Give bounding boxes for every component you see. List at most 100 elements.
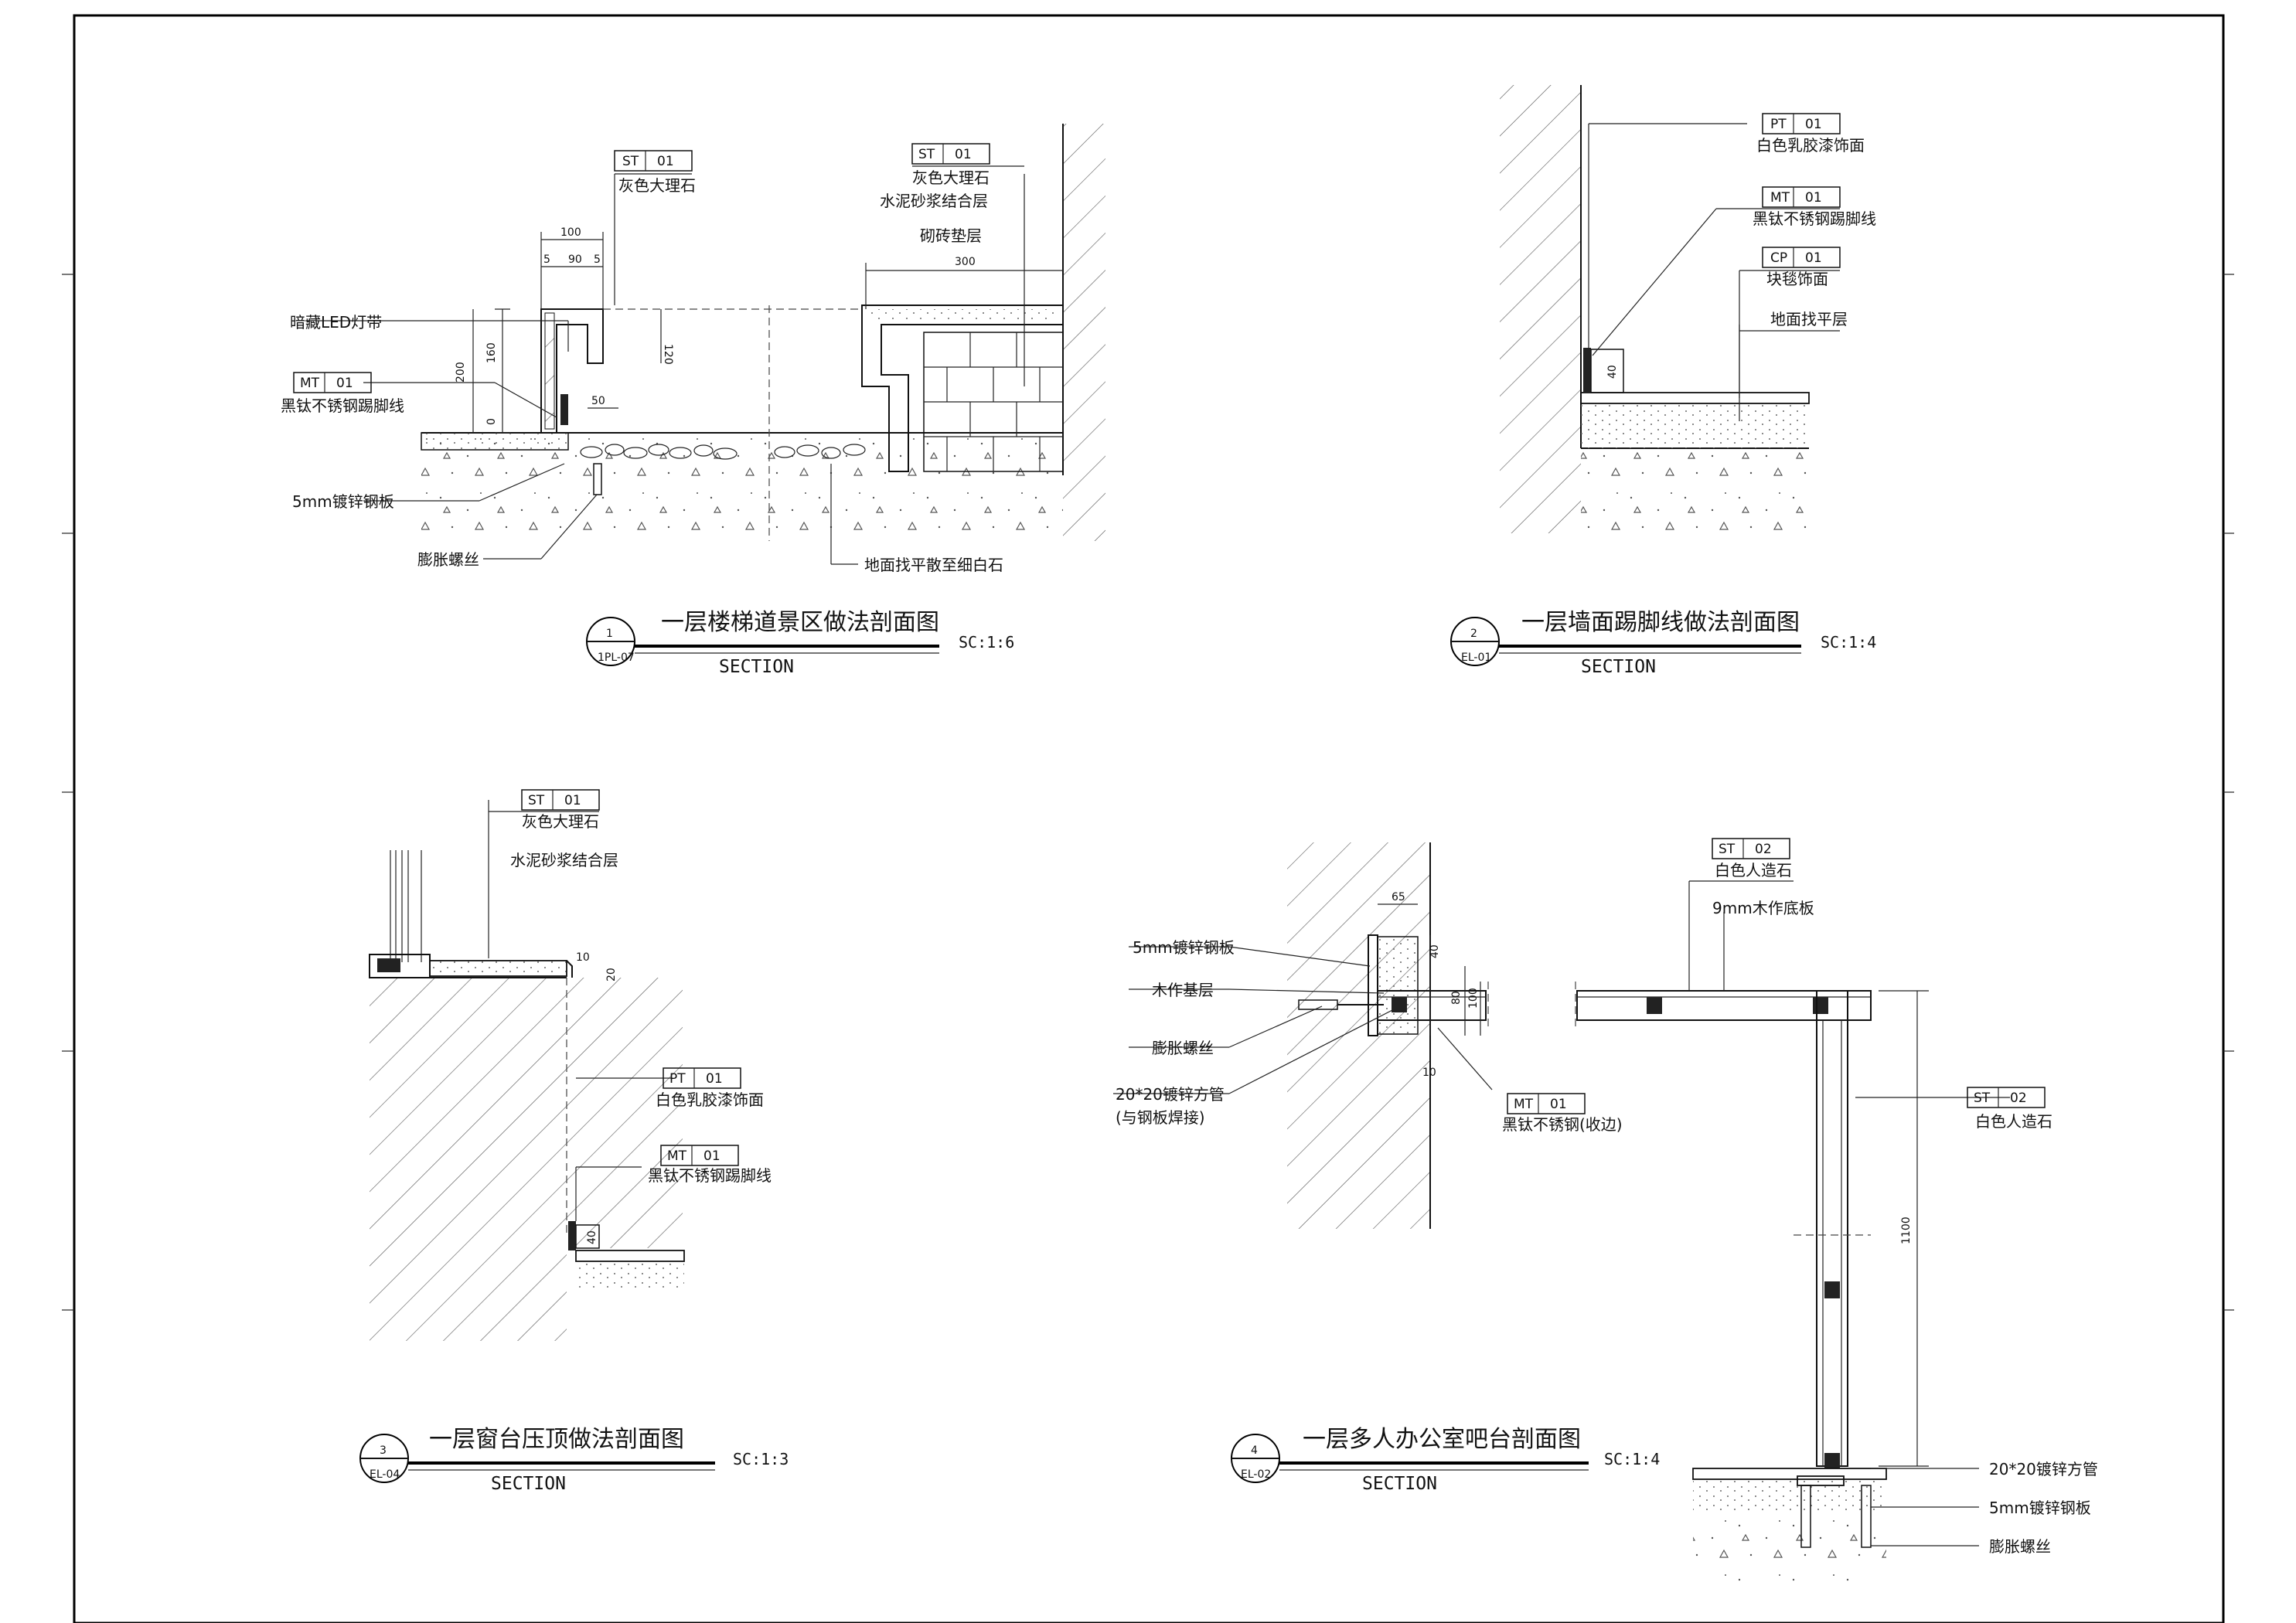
sheet-border — [73, 14, 2225, 1623]
drawing-text: 80 — [1450, 991, 1463, 1005]
drawing-text: 02 — [2010, 1091, 2027, 1106]
drawing-text: 膨胀螺丝 — [1152, 1039, 1214, 1057]
drawing-text: 200 — [455, 362, 467, 383]
border-ticks — [62, 274, 2234, 1311]
drawing-text: 白色人造石 — [1975, 1112, 2052, 1131]
drawing-text: 水泥砂浆结合层 — [510, 851, 618, 869]
drawing-text: 5mm镀锌钢板 — [1133, 938, 1235, 957]
drawing-text: 白色乳胶漆饰面 — [1756, 136, 1865, 155]
tag-d3-b: PT 01 白色乳胶漆饰面 — [656, 1067, 764, 1109]
drawing-text: 01 — [1805, 190, 1822, 206]
drawing-text: 01 — [706, 1071, 723, 1087]
tag-d2-b: MT 01 黑钛不锈钢踢脚线 — [1716, 186, 1876, 228]
drawing-text: 40 — [1606, 365, 1619, 379]
drawing-text: MT — [300, 376, 320, 391]
tag-d1-c: MT 01 黑钛不锈钢踢脚线 — [281, 372, 404, 415]
detail-2: 40 PT 01 白色乳胶漆饰面 MT 01 黑钛不锈钢踢脚线 CP 01 — [1450, 85, 1876, 677]
drawing-text: 40 — [1429, 944, 1441, 958]
drawing-text: EL-04 — [370, 1468, 400, 1481]
drawing-text: 一层窗台压顶做法剖面图 — [429, 1426, 684, 1453]
drawing-text: 01 — [1805, 250, 1822, 266]
tag-d3-c: MT 01 黑钛不锈钢踢脚线 — [648, 1145, 772, 1185]
detail-1-title: 1 1PL-07 一层楼梯道景区做法剖面图 SECTION SC:1:6 — [586, 609, 1014, 677]
drawing-text: SECTION — [491, 1474, 566, 1494]
drawing-text: SECTION — [1581, 657, 1656, 677]
drawing-text: ST — [1974, 1091, 1991, 1106]
drawing-text: ST — [1719, 842, 1736, 857]
drawing-text: 10 — [1422, 1067, 1436, 1079]
drawing-text: PT — [1770, 117, 1787, 132]
drawing-text: 一层楼梯道景区做法剖面图 — [661, 609, 939, 636]
drawing-text: 4 — [1251, 1444, 1258, 1457]
drawing-text: SECTION — [1362, 1474, 1437, 1494]
drawing-text: 300 — [955, 256, 976, 268]
drawing-text: 黑钛不锈钢踢脚线 — [1753, 209, 1876, 228]
detail-4-title: 4 EL-02 一层多人办公室吧台剖面图 SECTION SC:1:4 — [1231, 1426, 1660, 1494]
drawing-text: 5 — [594, 253, 601, 266]
drawing-text: 灰色大理石 — [912, 168, 990, 187]
drawing-text: 1100 — [1900, 1216, 1913, 1244]
drawing-text: 160 — [485, 342, 498, 363]
tag-d2-a: PT 01 白色乳胶漆饰面 — [1756, 113, 1865, 155]
tag-d1-b: ST 01 灰色大理石 — [911, 143, 1024, 187]
tag-d4-b: MT 01 黑钛不锈钢(收边) — [1502, 1093, 1623, 1134]
drawing-text: SECTION — [719, 657, 794, 677]
drawing-text: MT — [667, 1148, 687, 1164]
drawing-text: 01 — [657, 154, 674, 169]
drawing-text: 木作基层 — [1152, 981, 1214, 999]
tag-d4-c: ST 02 白色人造石 — [1967, 1087, 2052, 1131]
drawing-text: 膨胀螺丝 — [1989, 1537, 2051, 1556]
drawing-text: 水泥砂浆结合层 — [880, 192, 988, 210]
drawing-text: SC:1:3 — [733, 1450, 789, 1468]
drawing-text: 3 — [380, 1444, 387, 1457]
drawing-text: 20 — [605, 968, 618, 982]
drawing-text: PT — [669, 1071, 686, 1087]
drawing-text: 5mm镀锌钢板 — [1989, 1499, 2091, 1517]
drawing-text: 9mm木作底板 — [1712, 899, 1814, 917]
drawing-text: MT — [1770, 190, 1790, 206]
drawing-text: 白色乳胶漆饰面 — [656, 1091, 764, 1109]
drawing-text: 01 — [955, 147, 972, 162]
drawing-text: 50 — [591, 395, 605, 407]
detail-1: 100 5 90 5 200 160 0 50 120 300 ST 01 灰色… — [281, 124, 1105, 677]
drawing-text: SC:1:4 — [1604, 1450, 1660, 1468]
detail-2-title: 2 EL-01 一层墙面踢脚线做法剖面图 SECTION SC:1:4 — [1450, 609, 1876, 677]
drawing-text: 砌砖垫层 — [920, 226, 982, 245]
drawing-text: 01 — [1550, 1097, 1567, 1112]
tag-d3-a: ST 01 灰色大理石 — [489, 789, 600, 831]
drawing-text: 01 — [336, 376, 353, 391]
tag-d4-a: ST 02 白色人造石 — [1689, 838, 1794, 882]
drawing-text: 灰色大理石 — [618, 176, 696, 195]
tag-d1-a: ST 01 灰色大理石 — [614, 150, 696, 195]
drawing-text: 01 — [703, 1148, 720, 1164]
drawing-text: 5mm镀锌钢板 — [292, 492, 394, 511]
drawing-text: 0 — [485, 418, 498, 425]
drawing-text: EL-01 — [1461, 652, 1491, 664]
drawing-text: 黑钛不锈钢(收边) — [1502, 1115, 1623, 1134]
drawing-text: 40 — [586, 1230, 598, 1244]
drawing-text: 块毯饰面 — [1766, 270, 1828, 288]
drawing-text: 5 — [543, 253, 550, 266]
tag-d2-c: CP 01 块毯饰面 — [1739, 247, 1841, 288]
drawing-text: 膨胀螺丝 — [417, 550, 479, 569]
drawing-text: ST — [528, 793, 545, 808]
drawing-text: 1PL-07 — [598, 652, 635, 664]
detail-3: 20 10 40 ST 01 灰色大理石 水泥砂浆结合层 PT 01 白色乳胶漆… — [359, 789, 789, 1494]
drawing-text: SC:1:6 — [959, 633, 1014, 652]
drawing-text: 120 — [662, 344, 674, 365]
drawing-text: 一层多人办公室吧台剖面图 — [1303, 1426, 1581, 1453]
drawing-text: 02 — [1755, 842, 1772, 857]
drawing-text: 黑钛不锈钢踢脚线 — [648, 1166, 772, 1185]
drawing-text: 白色人造石 — [1715, 861, 1792, 880]
drawing-text: 01 — [1805, 117, 1822, 132]
drawing-text: 20*20镀锌方管 — [1116, 1085, 1225, 1104]
drawing-text: 2 — [1470, 628, 1477, 640]
drawing-text: SC:1:4 — [1821, 633, 1876, 652]
drawing-text: MT — [1514, 1097, 1534, 1112]
drawing-text: (与钢板焊接) — [1116, 1108, 1205, 1127]
drawing-text: 灰色大理石 — [522, 812, 599, 831]
drawing-text: 地面找平散至细白石 — [864, 556, 1003, 574]
drawing-text: 90 — [568, 253, 582, 266]
drawing-text: 暗藏LED灯带 — [290, 313, 382, 332]
